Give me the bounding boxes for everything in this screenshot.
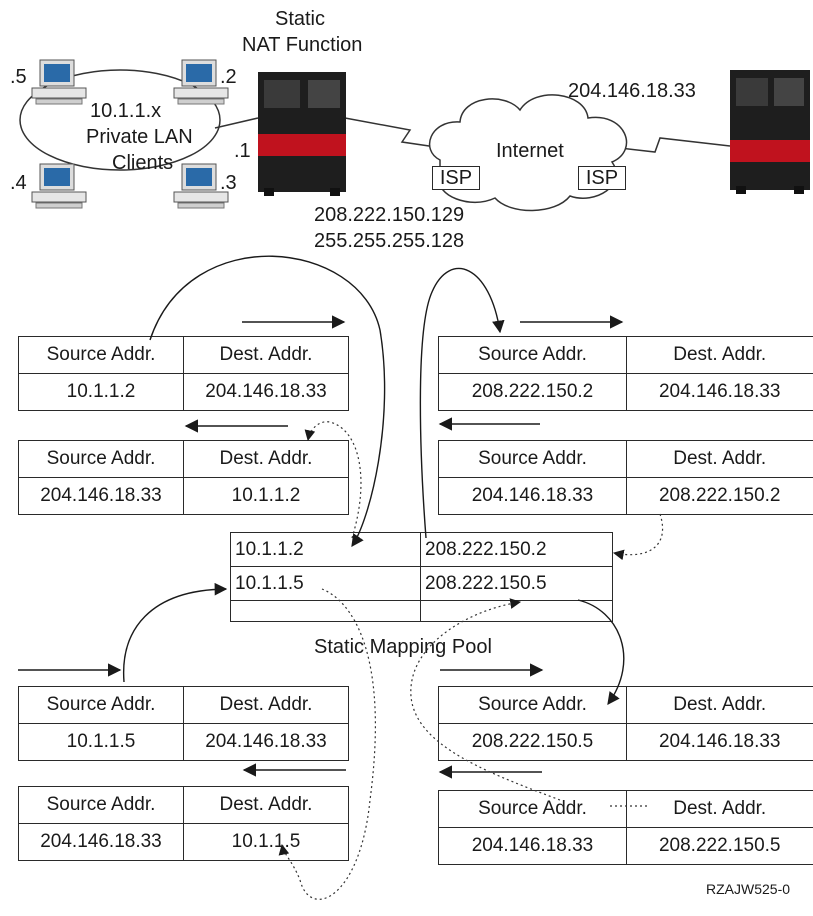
- source-header: Source Addr.: [18, 336, 184, 374]
- dest-cell: 10.1.1.2: [183, 477, 349, 515]
- source-cell: 204.146.18.33: [18, 823, 184, 861]
- dest-cell: 204.146.18.33: [626, 723, 813, 761]
- dest-cell: 204.146.18.33: [626, 373, 813, 411]
- dest-header: Dest. Addr.: [626, 440, 813, 478]
- lan-subnet-label: 10.1.1.x: [90, 100, 162, 122]
- client-id-3: .3: [220, 172, 237, 194]
- flow-curve-arrow: [122, 582, 228, 683]
- lan-private-label: Private LAN: [86, 126, 193, 148]
- pool-private-cell: 10.1.1.2: [230, 532, 421, 567]
- dest-header: Dest. Addr.: [183, 336, 349, 374]
- source-header: Source Addr.: [18, 786, 184, 824]
- source-cell: 208.222.150.5: [438, 723, 627, 761]
- source-cell: 10.1.1.2: [18, 373, 184, 411]
- remote-ip-label: 204.146.18.33: [568, 80, 696, 102]
- public-ip-label: 208.222.150.129: [314, 204, 465, 226]
- source-cell: 204.146.18.33: [18, 477, 184, 515]
- nat-label-line2: NAT Function: [242, 34, 363, 56]
- nat-label-line1: Static: [274, 8, 326, 30]
- dest-cell: 204.146.18.33: [183, 723, 349, 761]
- computer-icon: [173, 163, 229, 209]
- dest-cell: 10.1.1.5: [183, 823, 349, 861]
- source-header: Source Addr.: [438, 790, 627, 828]
- source-header: Source Addr.: [18, 440, 184, 478]
- remote-server-icon: [730, 70, 810, 194]
- flow-dotted-arrow: [612, 513, 664, 561]
- source-header: Source Addr.: [18, 686, 184, 724]
- client-id-5: .5: [10, 66, 27, 88]
- figure-id: RZAJW525-0: [706, 881, 791, 897]
- dest-header: Dest. Addr.: [183, 686, 349, 724]
- source-header: Source Addr.: [438, 440, 627, 478]
- pool-public-cell: 208.222.150.5: [420, 566, 613, 601]
- source-cell: 208.222.150.2: [438, 373, 627, 411]
- pool-public-cell: [420, 600, 613, 622]
- interface-id: .1: [234, 140, 251, 162]
- dest-header: Dest. Addr.: [626, 790, 813, 828]
- pool-private-cell: 10.1.1.5: [230, 566, 421, 601]
- isp-left-box: ISP: [432, 166, 480, 190]
- dest-cell: 204.146.18.33: [183, 373, 349, 411]
- static-mapping-pool-title: Static Mapping Pool: [314, 636, 492, 658]
- dest-header: Dest. Addr.: [626, 336, 813, 374]
- dest-header: Dest. Addr.: [183, 786, 349, 824]
- dest-header: Dest. Addr.: [183, 440, 349, 478]
- source-cell: 204.146.18.33: [438, 477, 627, 515]
- nat-server-icon: [258, 72, 346, 196]
- internet-label: Internet: [496, 140, 564, 162]
- dest-cell: 208.222.150.2: [626, 477, 813, 515]
- public-mask-label: 255.255.255.128: [314, 230, 465, 252]
- client-id-2: .2: [220, 66, 237, 88]
- computer-icon: [31, 163, 87, 209]
- client-id-4: .4: [10, 172, 27, 194]
- pool-public-cell: 208.222.150.2: [420, 532, 613, 567]
- source-header: Source Addr.: [438, 686, 627, 724]
- pool-private-cell: [230, 600, 421, 622]
- lan-clients-label: Clients: [112, 152, 174, 174]
- computer-icon: [31, 59, 87, 105]
- source-cell: 10.1.1.5: [18, 723, 184, 761]
- isp-right-box: ISP: [578, 166, 626, 190]
- dest-cell: 208.222.150.5: [626, 827, 813, 865]
- computer-icon: [173, 59, 229, 105]
- source-header: Source Addr.: [438, 336, 627, 374]
- dest-header: Dest. Addr.: [626, 686, 813, 724]
- source-cell: 204.146.18.33: [438, 827, 627, 865]
